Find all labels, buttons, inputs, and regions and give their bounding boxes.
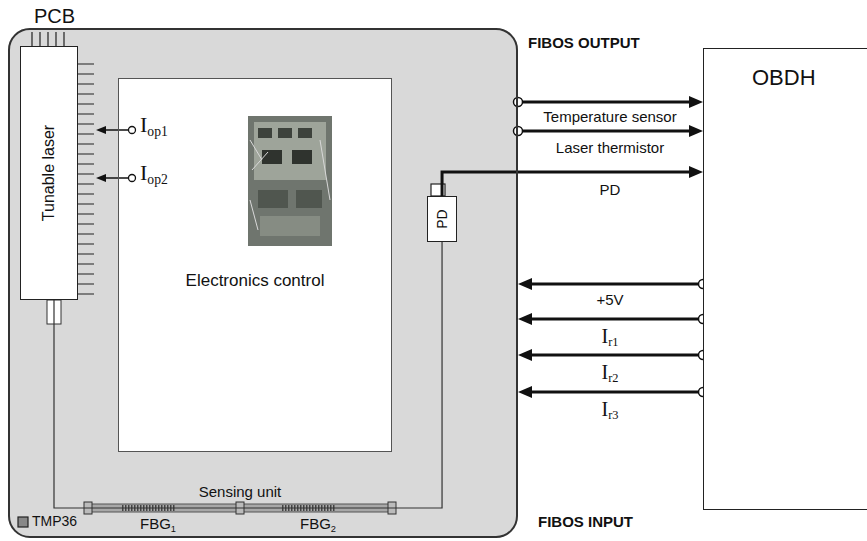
signal-arrow — [528, 354, 703, 357]
signal-arrow — [518, 130, 693, 133]
section-label: FIBOS INPUT — [538, 513, 633, 530]
laser-side-pins — [78, 64, 94, 294]
signal-arrow — [518, 101, 693, 104]
grating-label: FBG1 — [140, 515, 176, 534]
signal-arrow — [442, 172, 693, 196]
photo-chip — [278, 128, 292, 138]
signal-arrow — [528, 318, 703, 321]
signal-label: Laser thermistor — [556, 139, 664, 156]
signal-label: Temperature sensor — [543, 108, 676, 125]
photo-chip — [262, 150, 282, 164]
electronics-ground — [118, 78, 392, 452]
sensor-label: TMP36 — [32, 513, 77, 529]
photo-board — [248, 116, 332, 246]
photo-chip — [258, 128, 272, 138]
photo-panel — [260, 216, 320, 236]
pcb-ground — [8, 28, 518, 538]
photo-wires — [250, 140, 330, 230]
current-label: Iop2 — [140, 160, 168, 188]
terminal-dot — [129, 175, 136, 182]
current-label: Iop1 — [140, 112, 168, 140]
grating-label: FBG2 — [300, 515, 336, 534]
current-leader — [104, 129, 128, 131]
photo-chip — [298, 128, 312, 138]
photo-chip — [296, 190, 322, 208]
board-heading: PCB — [34, 5, 75, 28]
component-label: OBDH — [752, 65, 816, 90]
current-leader — [104, 177, 128, 179]
component-label: PD — [434, 209, 450, 228]
optical-fiber — [54, 242, 442, 508]
signal-arrow — [528, 391, 703, 394]
signal-label: +5V — [596, 291, 623, 308]
obdh-box: OBDH — [703, 48, 867, 510]
photo-panel — [254, 122, 326, 180]
signal-label: Ir2 — [602, 361, 619, 386]
component-label: Electronics control — [186, 271, 325, 291]
electronics-photo — [248, 116, 332, 246]
section-label: FIBOS OUTPUT — [528, 34, 640, 51]
photodiode-box: PD — [427, 196, 457, 242]
tmp36-chip — [18, 517, 28, 527]
photo-chip — [258, 190, 288, 208]
tunable-laser-box: Tunable laser — [20, 46, 78, 300]
signal-label: PD — [600, 181, 621, 198]
current-arrowhead — [96, 174, 106, 182]
component-label: Tunable laser — [40, 125, 58, 221]
terminal-dot — [129, 127, 136, 134]
laser-top-pins — [32, 32, 64, 46]
signal-label: Sensing unit — [199, 483, 282, 500]
photo-chip — [292, 150, 312, 164]
signal-label: Ir3 — [602, 398, 619, 423]
pcb-board: PCBTunable laserElectronics controlPD — [8, 28, 518, 538]
signal-label: Ir1 — [602, 325, 619, 350]
signal-arrow — [528, 283, 703, 286]
current-arrowhead — [96, 126, 106, 134]
